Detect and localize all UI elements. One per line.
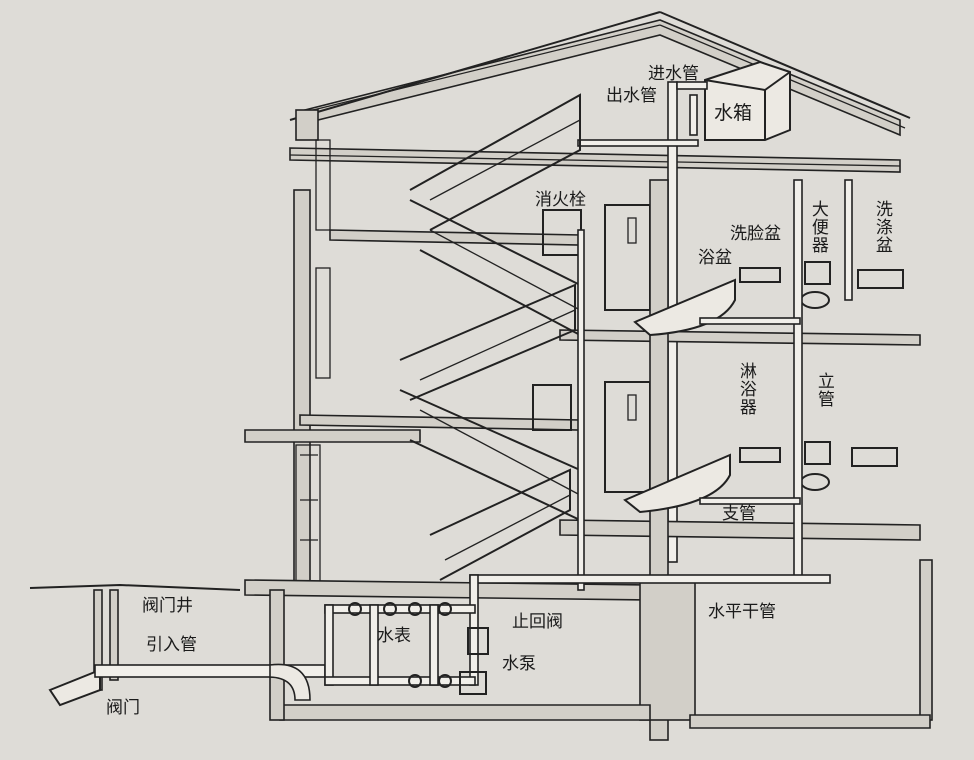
roof [289,11,911,141]
bathtub-label: 浴盆 [698,248,732,268]
service-pipe-label: 引入管 [146,635,197,655]
attic-floor [289,147,901,173]
valve-label: 阀门 [106,698,140,718]
outlet-pipe-label: 出水管 [606,86,657,106]
service-shafts [639,179,933,741]
fire-hydrant-label: 消火栓 [535,190,586,210]
valve-well-label: 阀门井 [142,596,193,616]
check-valve-label: 止回阀 [512,612,563,632]
ground-line [29,583,241,591]
water-meter-label: 水表 [377,626,411,646]
branch-pipe-label: 支管 [722,504,756,524]
pump-manifold [324,602,489,695]
water-pump-label: 水泵 [502,654,536,674]
inlet-pipe-label: 进水管 [648,64,699,84]
toilet-label: 大便器 [807,200,828,254]
water-tank-label: 水箱 [714,102,753,124]
sink-label: 洗涤盆 [871,200,892,254]
fixtures [739,261,904,491]
basement [269,589,931,729]
doors [532,204,651,493]
horizontal-main-label: 水平干管 [708,602,776,622]
stairs [399,93,581,581]
bathtubs [623,278,736,514]
water-tank [704,60,791,141]
riser-label: 立管 [813,372,834,408]
shower-label: 淋浴器 [735,362,756,416]
left-facade [293,139,331,591]
service-pipe [48,663,326,707]
washbasin-label: 洗脸盆 [730,224,781,244]
horizontal-main [469,574,831,686]
